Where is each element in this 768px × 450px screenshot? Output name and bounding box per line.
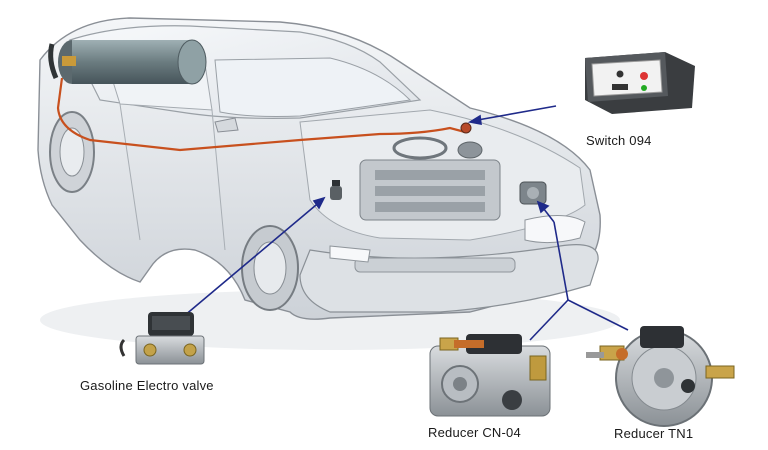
pointer-reducer-arrowhead bbox=[536, 200, 550, 214]
front-wheel bbox=[241, 225, 299, 311]
pointer-gasoline-arrowhead bbox=[312, 196, 326, 210]
label-gasoline-electro-valve: Gasoline Electro valve bbox=[80, 378, 214, 393]
car-windshield bbox=[214, 57, 412, 117]
label-switch-094: Switch 094 bbox=[586, 133, 652, 148]
pointer-switch bbox=[471, 105, 557, 122]
label-reducer-cn04: Reducer CN-04 bbox=[428, 425, 521, 440]
switch-094-device bbox=[585, 52, 695, 114]
car-illustration bbox=[37, 17, 620, 350]
reducer-on-engine bbox=[519, 181, 547, 205]
lpg-tank bbox=[48, 39, 207, 85]
pointer-reducer-cn04 bbox=[529, 299, 569, 341]
reducer-tn1-device bbox=[586, 326, 735, 427]
pointer-reducer-trunk bbox=[553, 221, 569, 301]
door-line bbox=[119, 103, 141, 241]
pointer-lines bbox=[183, 105, 629, 341]
gasoline-valve-on-car bbox=[330, 180, 342, 200]
pointer-switch-arrowhead bbox=[467, 114, 482, 125]
pointer-reducer-tn1 bbox=[567, 299, 629, 331]
car-mirror bbox=[214, 117, 239, 133]
pointer-gasoline-valve bbox=[183, 199, 323, 317]
reducer-cn04-device bbox=[429, 334, 551, 417]
car-headlight-left bbox=[329, 245, 371, 263]
fuel-line bbox=[56, 77, 466, 152]
door-line bbox=[211, 109, 226, 251]
gasoline-electro-valve-device bbox=[119, 312, 205, 365]
label-reducer-tn1: Reducer TN1 bbox=[614, 426, 694, 441]
rear-wheel bbox=[49, 111, 95, 193]
engine-block bbox=[359, 136, 501, 221]
switch-on-dashboard bbox=[460, 122, 472, 134]
